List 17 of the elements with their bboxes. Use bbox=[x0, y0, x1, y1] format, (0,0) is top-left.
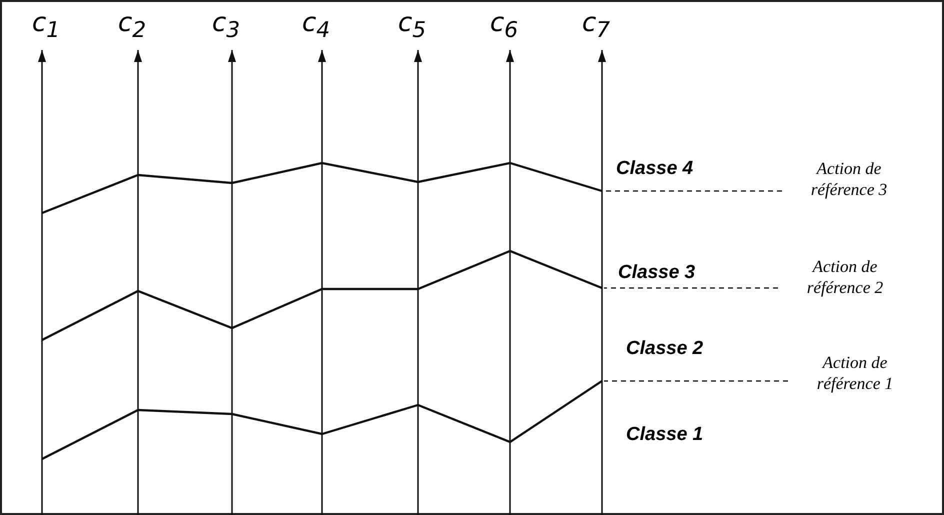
axis-label: c$_{1}$ bbox=[32, 8, 60, 44]
reference-action-label: Action de référence 2 bbox=[780, 256, 910, 298]
leader-line bbox=[604, 190, 782, 192]
class-label: Classe 2 bbox=[626, 338, 704, 360]
axis-label: c$_{4}$ bbox=[302, 8, 330, 44]
class-label: Classe 1 bbox=[626, 424, 704, 446]
class-label: Classe 4 bbox=[616, 158, 694, 180]
leader-line bbox=[604, 380, 788, 382]
leader-line bbox=[604, 287, 778, 289]
reference-action-label: Action de référence 3 bbox=[784, 158, 914, 200]
axis-label: c$_{5}$ bbox=[398, 8, 426, 44]
axis-label: c$_{6}$ bbox=[490, 8, 518, 44]
reference-action-label: Action de référence 1 bbox=[790, 352, 920, 394]
axis-label: c$_{7}$ bbox=[582, 8, 610, 44]
class-label: Classe 3 bbox=[618, 262, 696, 284]
axis-label: c$_{2}$ bbox=[118, 8, 146, 44]
axis-label: c$_{3}$ bbox=[212, 8, 240, 44]
